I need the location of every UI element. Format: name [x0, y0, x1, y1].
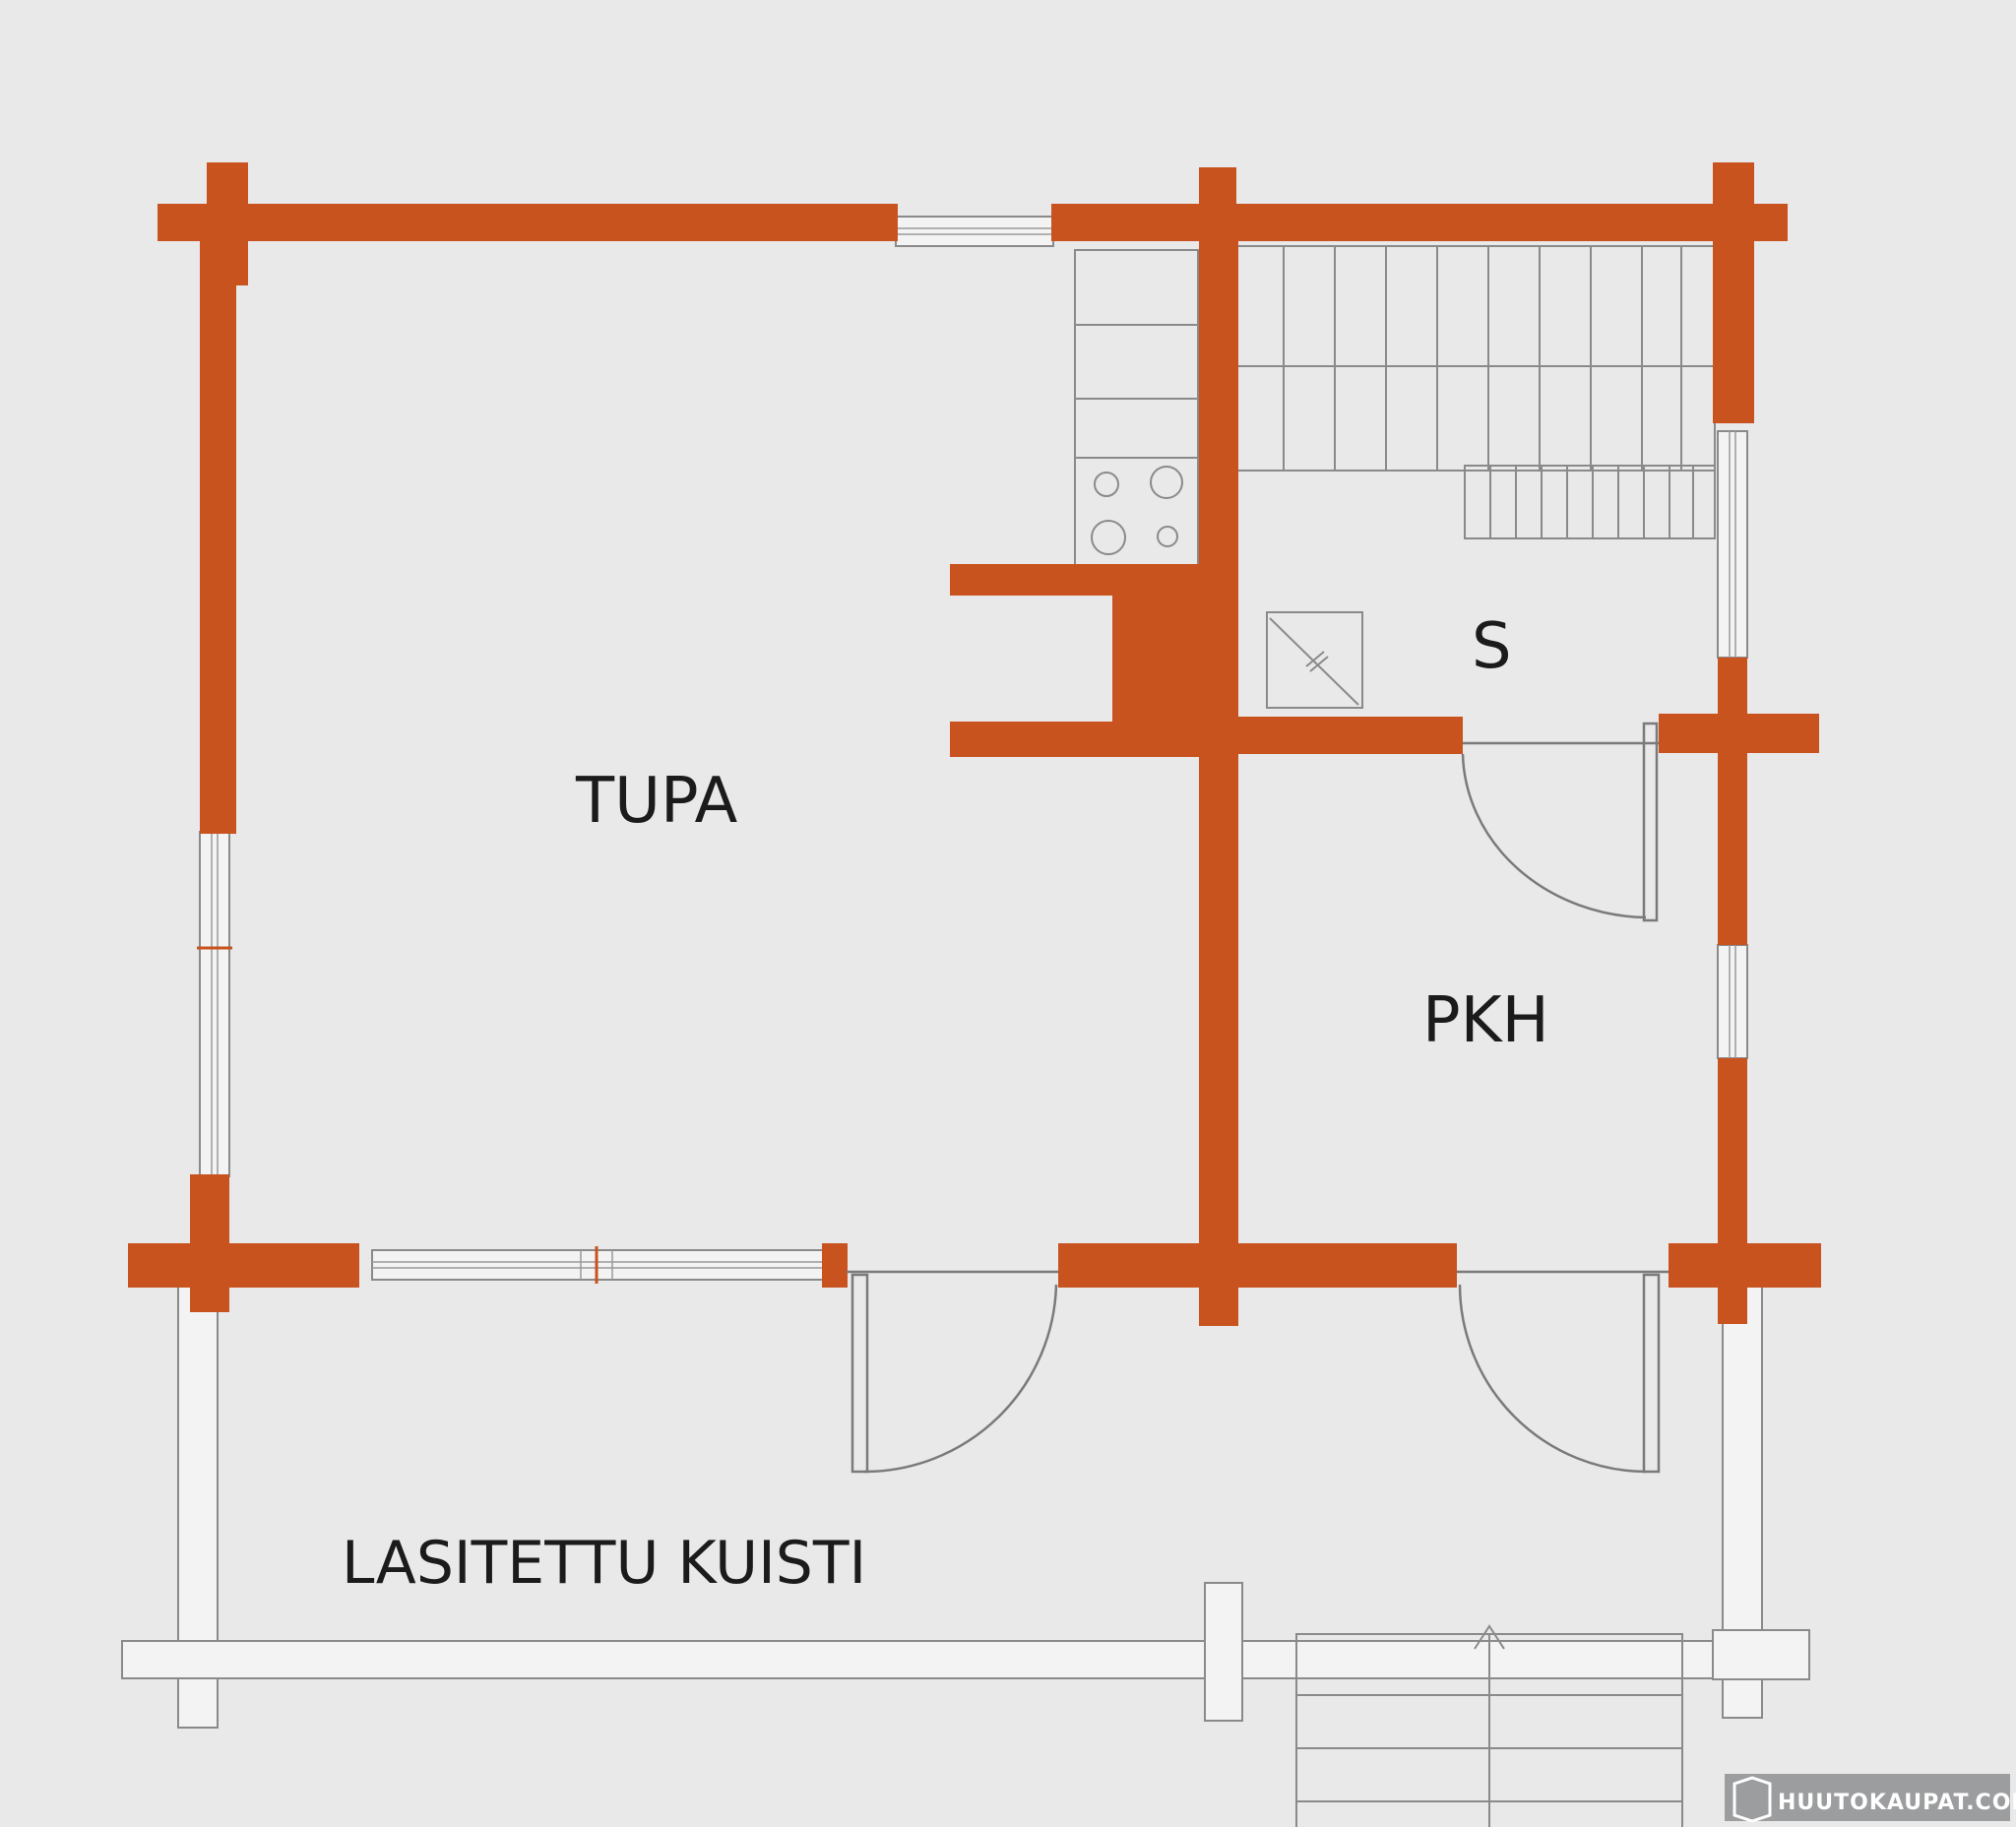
window-left	[197, 831, 232, 1177]
porch-structure	[121, 1279, 1810, 1729]
room-label-sauna: S	[1472, 610, 1512, 683]
window-bottom	[371, 1246, 826, 1284]
room-label-porch: LASITETTU KUISTI	[342, 1529, 866, 1598]
room-label-pkh: PKH	[1422, 984, 1549, 1057]
porch-middle-post	[1204, 1582, 1243, 1722]
doors	[847, 722, 1669, 1474]
log-walls	[128, 162, 1821, 1326]
watermark: HUUTOKAUPAT.COM	[1725, 1774, 2016, 1823]
watermark-logo-icon	[1732, 1776, 1772, 1823]
door-pkh	[1457, 1270, 1669, 1474]
porch-stairs	[1295, 1624, 1683, 1827]
window-pkh	[1717, 944, 1748, 1059]
kitchen-counter	[1074, 249, 1199, 566]
stove-burners-icon	[1091, 466, 1183, 555]
watermark-text: HUUTOKAUPAT.COM	[1778, 1791, 2016, 1815]
room-label-tupa: TUPA	[575, 765, 737, 838]
sauna-benches	[1236, 245, 1716, 539]
porch-rail-end	[1712, 1629, 1810, 1680]
porch-railing	[121, 1640, 1809, 1679]
window-top	[895, 216, 1054, 247]
door-sauna	[1461, 722, 1659, 922]
windows	[197, 216, 1748, 1284]
stairs-up-arrow-icon	[1474, 1624, 1505, 1650]
sauna-stove-icon	[1266, 611, 1363, 709]
door-tupa	[847, 1270, 1058, 1474]
window-sauna	[1717, 430, 1748, 659]
